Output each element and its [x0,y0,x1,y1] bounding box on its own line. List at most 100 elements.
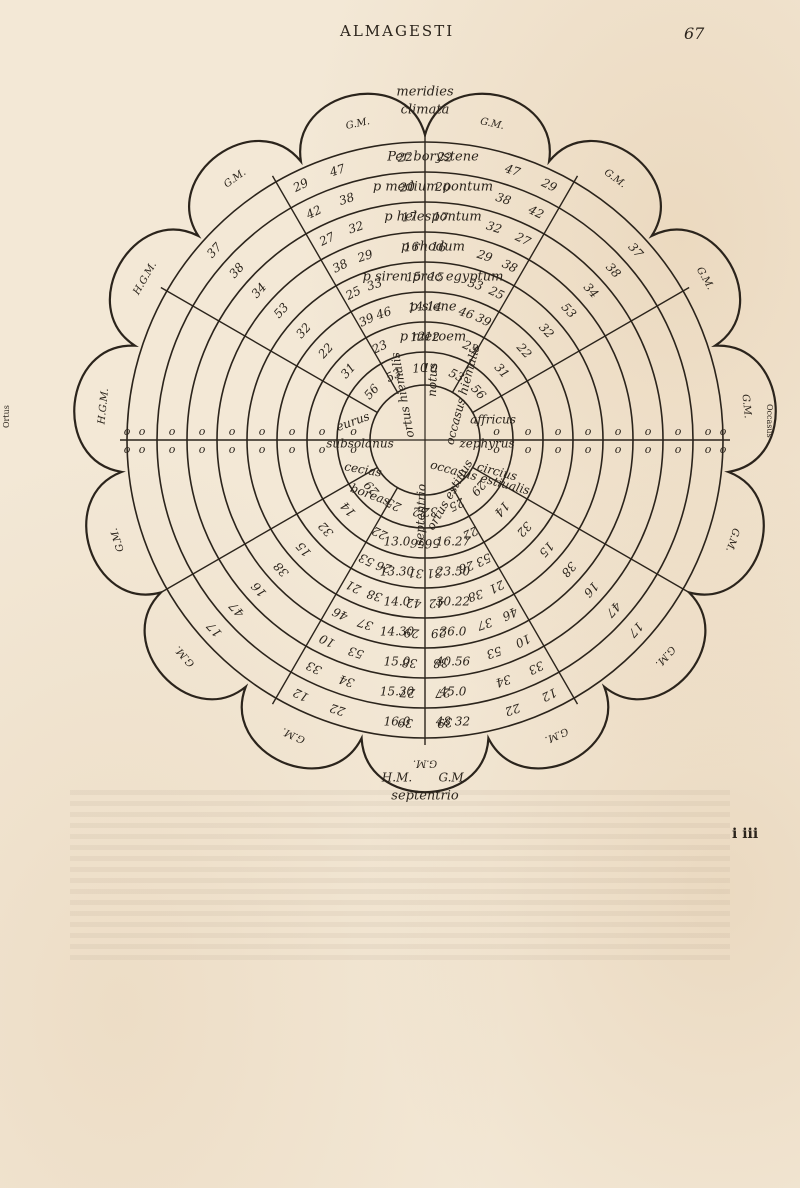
zero-left-15: o [139,425,146,438]
cell-ur-22: 14 [426,299,442,314]
cell-ul-30: 46 [456,304,476,322]
cell-ll-1: 17 [204,619,225,640]
cell-lr-16: 25 [447,495,468,515]
wind-label-10: zephyrus [458,437,514,451]
hours-h-4: 14.30 [380,625,415,639]
zero-right-5: o [555,425,562,438]
zero-left-6: o [289,443,296,456]
cell-ul-26: 38 [494,190,513,208]
cell-ur-9: 29 [538,175,559,195]
zero-right-14: o [675,443,682,456]
cell-ur-10: 42 [525,202,546,222]
cell-lr-27: 53 [346,643,365,661]
cell-lr-30: 26 [374,558,394,576]
cell-ur-24: 10 [422,361,439,376]
cell-ur-13: 25 [486,283,507,303]
cell-ur-18: 20 [434,180,452,195]
cell-ur-5: 32 [536,320,557,341]
lobe-mark-15: G.M. [345,116,371,132]
zero-left-2: o [350,443,357,456]
cell-ul-23: 12 [410,329,426,344]
zero-right-7: o [585,425,592,438]
cell-ul-18: 20 [398,180,416,195]
cell-ul-17: 22 [396,150,413,165]
cell-ul-22: 14 [408,299,424,314]
cell-lr-24: 32 [422,504,438,519]
cell-ur-30: 46 [373,304,393,322]
signature-mark: i iii [732,826,759,842]
cell-ur-19: 17 [432,210,449,225]
cell-lr-14: 53 [473,550,493,569]
lobe-mark-10: G.M. [173,643,197,668]
lobe-mark-9: G.M. [280,725,307,745]
zero-right-17: o [720,425,727,438]
cell-ur-15: 23 [460,337,481,357]
cell-ll-26: 34 [494,672,513,690]
spoke-3 [451,487,579,705]
hours-h-6: 15.30 [380,685,415,699]
zero-right-1: o [493,425,500,438]
lobe-mark-8: G.M. [413,758,437,769]
cell-lr-18: 27 [434,685,452,700]
zero-left-7: o [259,425,266,438]
spoke-12 [472,286,690,414]
cell-lr-3: 16 [581,579,602,600]
cell-ll-16: 25 [384,495,405,515]
zone-label-1: meridies [396,85,454,100]
cell-lr-10: 33 [526,658,546,677]
cell-ul-12: 38 [330,256,350,275]
cell-ur-7: 31 [492,360,513,381]
hours-h-2: 13.30 [380,565,415,579]
cell-ul-11: 27 [316,229,337,249]
cell-ul-9: 29 [290,175,311,195]
cell-lr-12: 46 [500,604,521,624]
cell-ll-4: 38 [271,559,292,580]
cell-lr-15: 22 [460,523,481,543]
cell-ll-20: 29 [403,625,421,640]
zero-left-14: o [169,443,176,456]
hours-h-5: 15.0 [384,655,411,669]
lobe-mark-6: G.M. [653,643,677,668]
lobe-mark-14: G.M. [222,167,248,190]
cell-ll-15: 22 [370,523,391,543]
cell-lr-25: 22 [328,701,348,719]
cell-lr-4: 38 [558,559,579,580]
spoke-8 [160,286,378,414]
cell-ul-7: 31 [338,360,359,381]
lobe-mark-13: H.G.M. [131,260,159,298]
zone-label-4: p medium pontum [373,180,493,195]
cell-ul-27: 32 [485,218,504,236]
zero-right-13: o [675,425,682,438]
cell-ur-25: 47 [327,161,347,179]
zone-label-3: Per borystene [386,150,479,165]
cell-lr-21: 42 [428,596,445,611]
cell-ul-2: 38 [226,260,247,281]
hours-m-7: 48 32 [435,715,470,729]
cell-lr-13: 21 [487,577,508,597]
cell-ll-25: 22 [503,700,523,718]
zero-left-8: o [259,443,266,456]
table-header-hm: H.M. [381,771,412,785]
zone-label-8: p siene [409,300,456,315]
cell-ll-19: 38 [401,655,418,670]
cell-ur-12: 38 [500,256,520,275]
wind-label-9: affricus [470,413,516,427]
cell-ur-4: 53 [558,300,579,321]
zero-left-9: o [229,425,236,438]
cell-lr-11: 10 [513,631,533,650]
zero-left-11: o [199,425,206,438]
scalloped-border [73,92,777,794]
cell-ur-11: 27 [512,229,533,249]
hours-m-5: 40.56 [435,655,471,669]
cell-ul-1: 37 [204,240,225,261]
cell-ur-17: 22 [436,150,453,165]
lobe-mark-5: G.M. [723,527,741,553]
cell-ur-26: 38 [337,190,356,208]
cell-ur-21: 15 [428,269,444,284]
cell-ul-16: 53 [384,365,404,384]
spoke-2 [472,466,690,594]
cell-ll-30: 26 [456,558,476,576]
cell-lr-7: 14 [492,499,513,520]
cell-ul-6: 22 [315,340,336,361]
